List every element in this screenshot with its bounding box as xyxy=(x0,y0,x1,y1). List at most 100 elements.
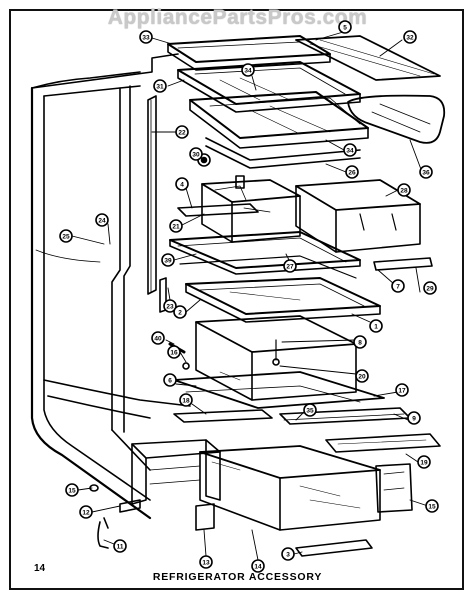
svg-text:13: 13 xyxy=(202,560,210,567)
svg-text:28: 28 xyxy=(400,188,408,195)
callout-10: 15 xyxy=(65,483,79,497)
svg-text:36: 36 xyxy=(422,170,430,177)
top-shelf-frame xyxy=(167,35,331,71)
svg-text:25: 25 xyxy=(62,234,70,241)
leader-lines xyxy=(71,29,429,561)
svg-text:2: 2 xyxy=(178,310,182,317)
callout-33: 33 xyxy=(139,30,153,44)
glass-shelf-part-2 xyxy=(185,277,381,323)
callout-1: 1 xyxy=(369,319,383,333)
svg-text:21: 21 xyxy=(172,224,180,231)
callout-28: 28 xyxy=(397,183,411,197)
crisper-cover-part-36 xyxy=(347,94,446,144)
callout-4: 4 xyxy=(175,177,189,191)
bar-part-3 xyxy=(295,539,373,557)
svg-text:34: 34 xyxy=(346,148,354,155)
callout-15: 15 xyxy=(425,499,439,513)
callout-23: 23 xyxy=(163,299,177,313)
callout-40: 40 xyxy=(151,331,165,345)
rail-part-7 xyxy=(373,257,433,271)
glass-shelf-part-34 xyxy=(189,91,369,149)
svg-text:40: 40 xyxy=(154,336,162,343)
svg-text:27: 27 xyxy=(286,264,294,271)
small-part-16 xyxy=(182,362,190,370)
glass-shelf-part-19 xyxy=(325,433,441,453)
callout-24: 24 xyxy=(95,213,109,227)
svg-text:12: 12 xyxy=(82,510,90,517)
diagram-caption: REFRIGERATOR ACCESSORY xyxy=(152,571,323,583)
bracket-part-13 xyxy=(195,503,215,531)
callout-26: 26 xyxy=(345,165,359,179)
callout-30: 30 xyxy=(189,147,203,161)
callout-13: 13 xyxy=(199,555,213,569)
callout-34-lower: 34 xyxy=(343,143,357,157)
svg-text:16: 16 xyxy=(170,350,178,357)
svg-text:33: 33 xyxy=(142,35,150,42)
svg-text:35: 35 xyxy=(306,408,314,415)
callout-21: 21 xyxy=(169,219,183,233)
drawer-left xyxy=(201,175,301,243)
svg-text:32: 32 xyxy=(406,35,414,42)
callout-27: 27 xyxy=(283,259,297,273)
trim-strip-part-22 xyxy=(147,95,157,295)
svg-text:31: 31 xyxy=(156,84,164,91)
svg-text:34: 34 xyxy=(244,68,252,75)
glass-shelf-part-27 xyxy=(169,231,361,279)
callout-12: 12 xyxy=(79,505,93,519)
callout-11: 11 xyxy=(113,539,127,553)
cabinet-liner xyxy=(30,53,191,520)
svg-text:18: 18 xyxy=(182,398,190,405)
svg-text:24: 24 xyxy=(98,218,106,225)
svg-text:19: 19 xyxy=(420,460,428,467)
svg-text:17: 17 xyxy=(398,388,406,395)
callout-35: 35 xyxy=(303,403,317,417)
callout-7: 7 xyxy=(391,279,405,293)
callout-18: 18 xyxy=(179,393,193,407)
svg-text:9: 9 xyxy=(412,416,416,423)
svg-text:14: 14 xyxy=(254,564,262,571)
svg-text:6: 6 xyxy=(168,378,172,385)
svg-text:39: 39 xyxy=(164,258,172,265)
callout-9: 9 xyxy=(407,411,421,425)
callout-5: 5 xyxy=(338,20,352,34)
svg-text:3: 3 xyxy=(286,552,290,559)
callout-3: 3 xyxy=(281,547,295,561)
callout-2: 2 xyxy=(173,305,187,319)
svg-text:7: 7 xyxy=(396,284,400,291)
callouts: 33 5 32 31 34 22 34 30 26 36 4 28 24 21 … xyxy=(59,20,439,573)
drawer-right-part-28 xyxy=(295,179,421,253)
svg-text:22: 22 xyxy=(178,130,186,137)
callout-32: 32 xyxy=(403,30,417,44)
svg-text:29: 29 xyxy=(426,286,434,293)
shelf-rail xyxy=(205,137,361,169)
callout-31: 31 xyxy=(153,79,167,93)
svg-text:20: 20 xyxy=(358,374,366,381)
callout-6: 6 xyxy=(163,373,177,387)
callout-39: 39 xyxy=(161,253,175,267)
svg-text:15: 15 xyxy=(68,488,76,495)
callout-16: 16 xyxy=(167,345,181,359)
svg-text:4: 4 xyxy=(180,182,184,189)
bottom-shelf-frame xyxy=(173,371,385,409)
bracket-part-15 xyxy=(375,463,413,513)
callout-20: 20 xyxy=(355,369,369,383)
page-number: 14 xyxy=(34,563,46,574)
callout-25: 25 xyxy=(59,229,73,243)
svg-text:8: 8 xyxy=(358,340,362,347)
callout-14: 14 xyxy=(251,559,265,573)
svg-text:11: 11 xyxy=(117,544,124,551)
rail-part-4 xyxy=(177,203,259,217)
svg-text:26: 26 xyxy=(348,170,356,177)
rail-part-18 xyxy=(173,409,273,423)
svg-text:23: 23 xyxy=(166,304,174,311)
callout-22: 22 xyxy=(175,125,189,139)
small-part-12 xyxy=(119,499,141,513)
callout-8: 8 xyxy=(353,335,367,349)
callout-17: 17 xyxy=(395,383,409,397)
callout-34-upper: 34 xyxy=(241,63,255,77)
bracket-assembly xyxy=(131,439,221,505)
callout-19: 19 xyxy=(417,455,431,469)
callout-29: 29 xyxy=(423,281,437,295)
svg-text:5: 5 xyxy=(343,25,347,32)
